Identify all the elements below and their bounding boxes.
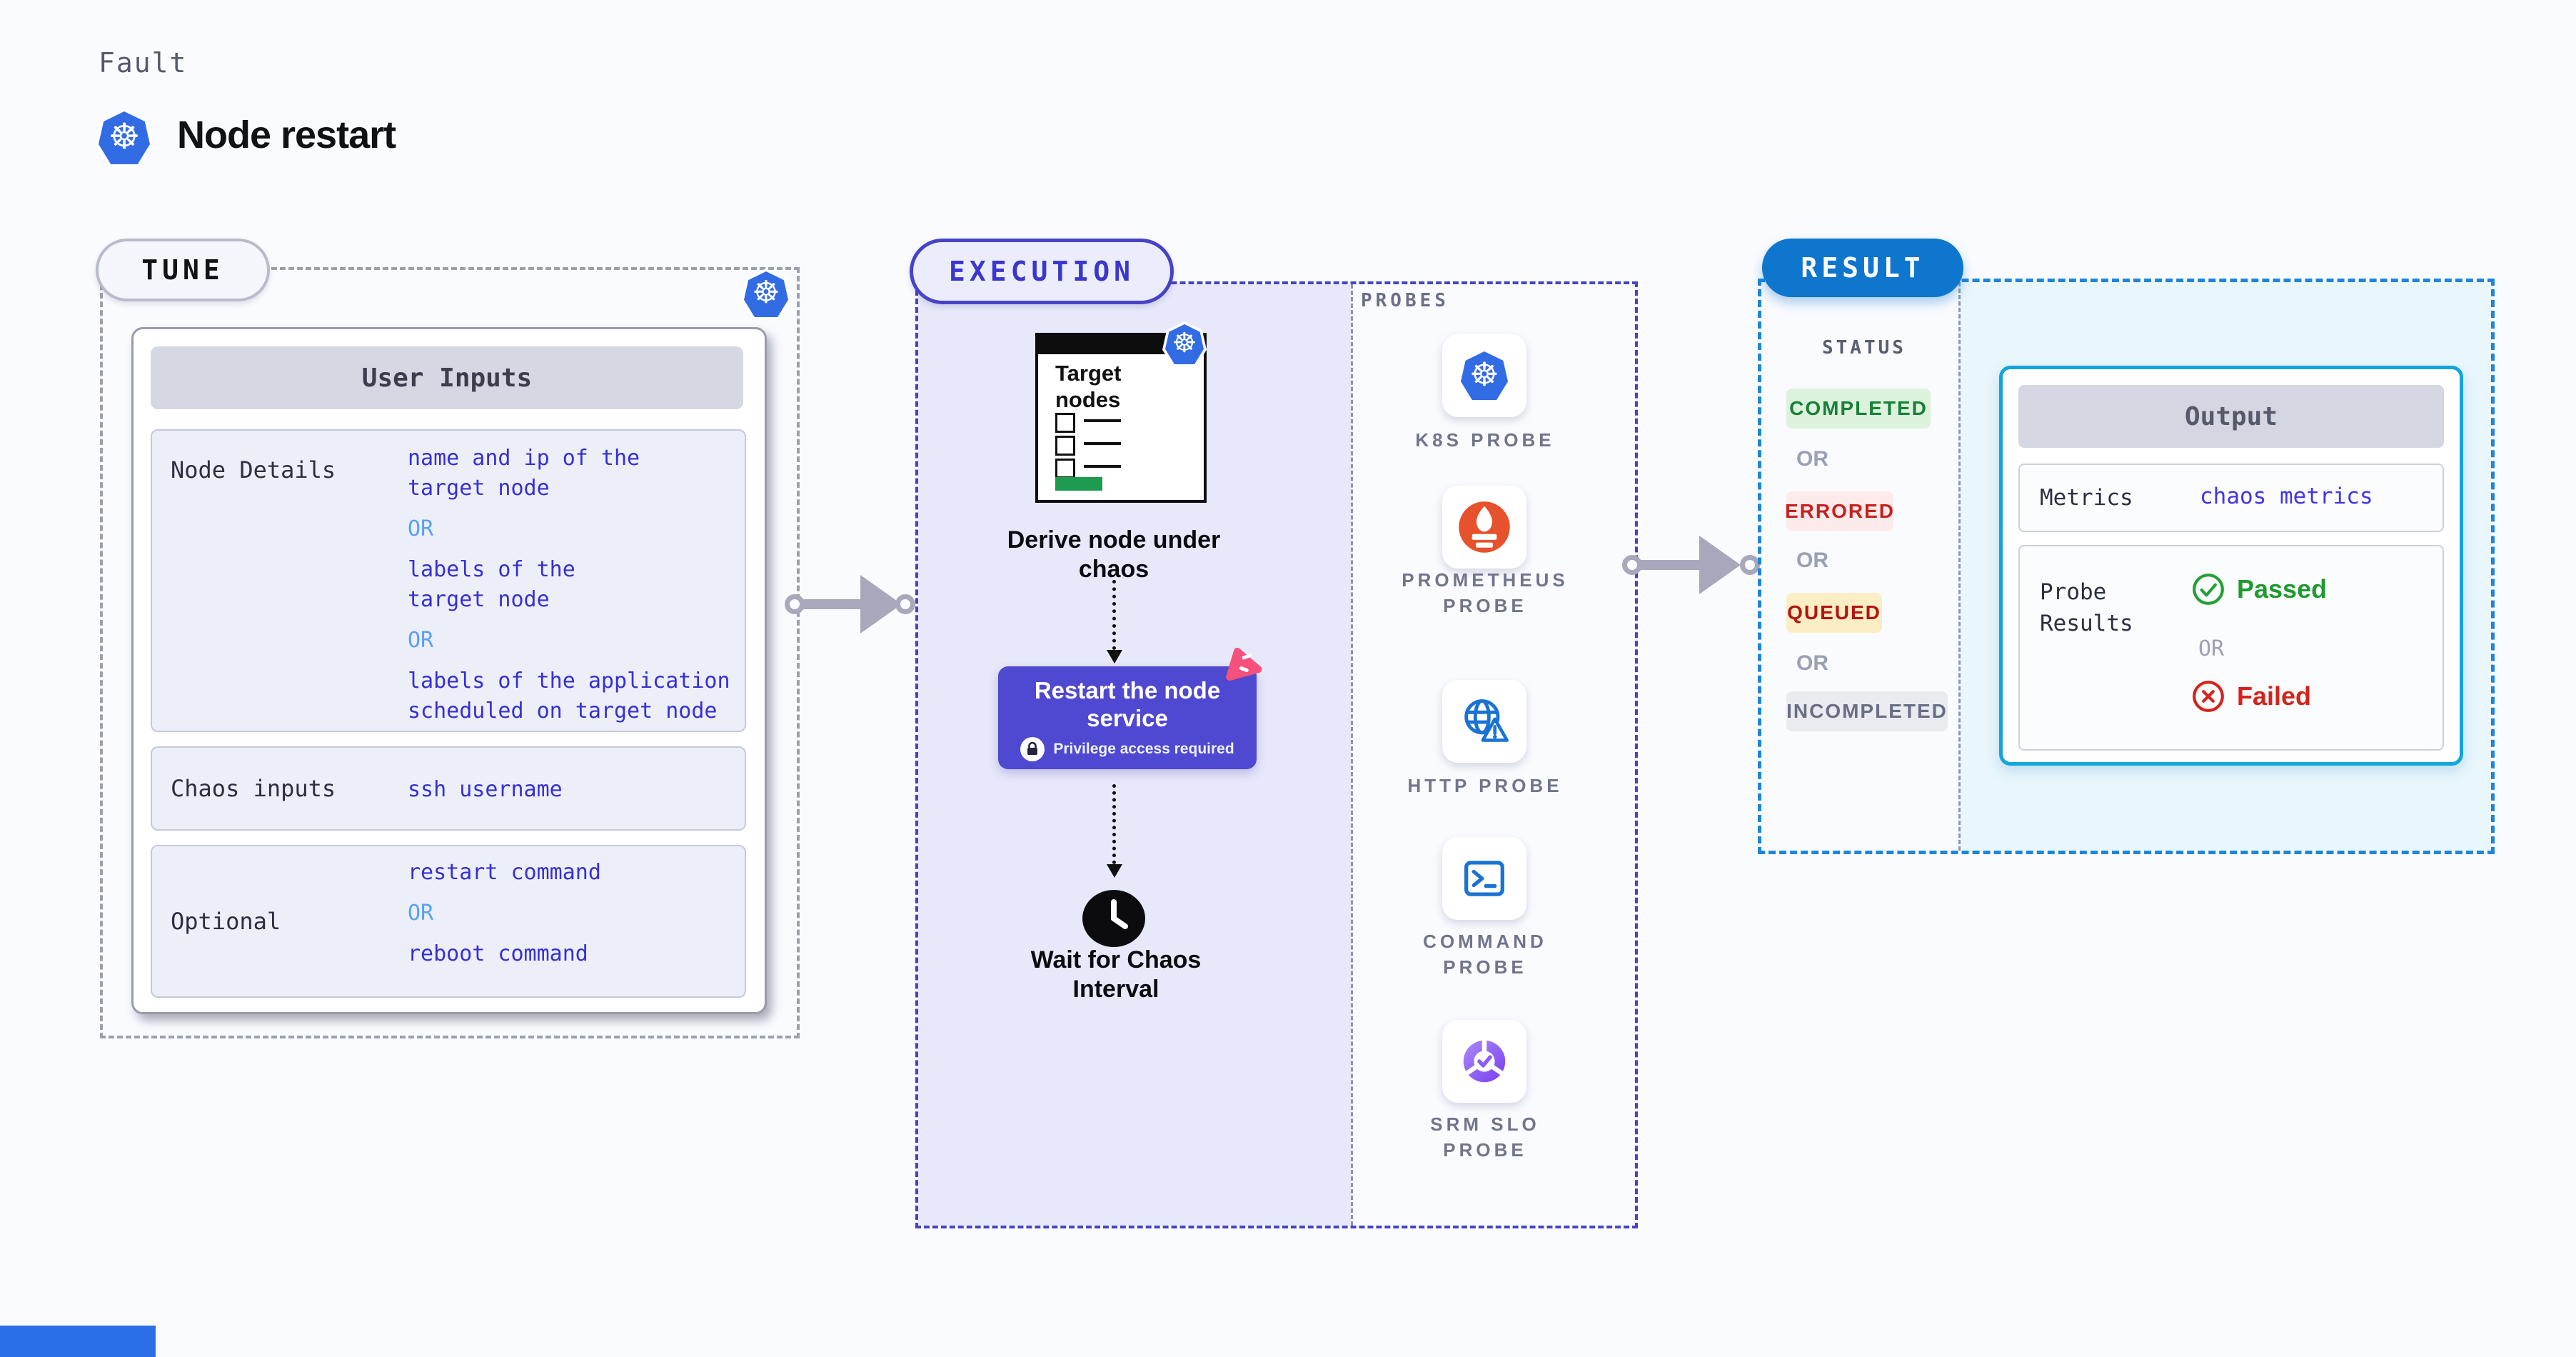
step-wait-chaos-interval: Wait for Chaos Interval xyxy=(1030,946,1202,1003)
or-label: OR xyxy=(2198,636,2225,661)
tune-pill: TUNE xyxy=(96,239,270,301)
kubernetes-icon: ☸ xyxy=(96,109,153,167)
connector-start-dot xyxy=(1622,555,1642,575)
execution-pill: EXECUTION xyxy=(910,239,1174,304)
connector-line xyxy=(803,599,869,609)
arrowhead-icon xyxy=(1699,536,1741,594)
arrowhead-icon xyxy=(1107,650,1122,664)
connector-line xyxy=(1641,560,1705,570)
page-title: Node restart xyxy=(177,114,396,156)
arrowhead-icon xyxy=(1107,864,1122,878)
target-nodes-title: Target nodes xyxy=(1055,361,1122,412)
probe-results-row: Probe Results Passed OR Failed xyxy=(2018,545,2444,751)
progress-bar xyxy=(1055,477,1102,491)
flow-arrow xyxy=(1112,784,1116,864)
probe-label: K8S PROBE xyxy=(1415,429,1555,451)
terminal-icon xyxy=(1464,861,1504,896)
kubernetes-icon: ☸ xyxy=(1458,349,1511,403)
row-value: restart command xyxy=(408,860,601,885)
output-card: Output Metrics chaos metrics Probe Resul… xyxy=(1999,366,2463,766)
row-label: Optional xyxy=(171,908,281,935)
http-probe-card xyxy=(1442,680,1526,763)
optional-row: Optional restart command OR reboot comma… xyxy=(151,845,746,998)
chaos-inputs-row: Chaos inputs ssh username xyxy=(151,746,746,831)
k8s-probe-card: ☸ xyxy=(1442,334,1526,417)
row-value: labels of the target node xyxy=(408,557,575,612)
checkbox-line xyxy=(1084,419,1121,422)
probe-label: COMMAND PROBE xyxy=(1423,931,1547,978)
check-circle-icon xyxy=(2193,574,2224,605)
restart-node-service-step: Restart the node service Privilege acces… xyxy=(998,666,1257,769)
checkbox-icon xyxy=(1055,413,1075,433)
probe-label: HTTP PROBE xyxy=(1407,775,1563,796)
or-label: OR xyxy=(1796,549,1828,572)
status-badge-incompleted: INCOMPLETED xyxy=(1786,691,1948,731)
row-label: Node Details xyxy=(171,456,336,484)
status-badge-queued: QUEUED xyxy=(1786,593,1882,633)
row-value: reboot command xyxy=(408,941,588,966)
probes-panel xyxy=(1351,284,1635,1226)
connector-end-dot xyxy=(895,594,915,614)
row-value: name and ip of the target node xyxy=(408,446,640,501)
or-label: OR xyxy=(408,516,434,541)
kubernetes-icon: ☸ xyxy=(1162,321,1207,367)
or-label: OR xyxy=(408,628,434,653)
http-globe-icon xyxy=(1464,699,1509,742)
flow-arrow xyxy=(1112,580,1116,650)
output-header: Output xyxy=(2018,385,2444,448)
step-derive-node: Derive node under chaos xyxy=(1007,526,1221,583)
connector-end-dot xyxy=(1740,555,1760,575)
probe-label: SRM SLO PROBE xyxy=(1430,1113,1540,1161)
connector-start-dot xyxy=(785,594,805,614)
lock-icon xyxy=(1020,737,1045,761)
node-details-row: Node Details name and ip of the target n… xyxy=(151,429,746,732)
or-label: OR xyxy=(1796,447,1828,471)
probe-label: PROMETHEUS PROBE xyxy=(1402,569,1569,616)
probes-heading: PROBES xyxy=(1361,290,1449,311)
x-circle-icon xyxy=(2193,681,2224,712)
result-pill: RESULT xyxy=(1762,239,1963,297)
bottom-accent-bar xyxy=(0,1326,156,1357)
or-label: OR xyxy=(1796,651,1828,675)
prometheus-probe-card xyxy=(1442,486,1526,569)
metrics-value: chaos metrics xyxy=(2200,484,2373,509)
checkbox-line xyxy=(1084,465,1121,468)
metrics-row: Metrics chaos metrics xyxy=(2018,464,2444,532)
kubernetes-icon: ☸ xyxy=(741,269,791,320)
checkbox-icon xyxy=(1055,436,1075,456)
user-inputs-header: User Inputs xyxy=(151,346,743,409)
status-badge-completed: COMPLETED xyxy=(1786,389,1931,429)
metrics-label: Metrics xyxy=(2040,485,2133,511)
or-label: OR xyxy=(408,901,434,926)
status-heading: STATUS xyxy=(1822,337,1906,359)
prometheus-icon xyxy=(1459,501,1510,553)
srm-slo-probe-card xyxy=(1442,1020,1526,1103)
fault-eyebrow: Fault xyxy=(99,47,188,79)
checkbox-icon xyxy=(1055,459,1075,479)
probe-results-label: Probe Results xyxy=(2040,579,2133,636)
command-probe-card xyxy=(1442,837,1526,920)
row-value: ssh username xyxy=(408,777,563,802)
failed-label: Failed xyxy=(2237,681,2312,711)
row-label: Chaos inputs xyxy=(171,775,336,802)
privilege-note: Privilege access required xyxy=(1053,741,1234,757)
clock-icon xyxy=(1080,887,1148,953)
row-value: labels of the application scheduled on t… xyxy=(408,669,730,723)
step-restart-label: Restart the node service xyxy=(1034,677,1221,731)
user-inputs-card: User Inputs Node Details name and ip of … xyxy=(131,327,767,1014)
checkbox-line xyxy=(1084,442,1121,445)
chaos-pink-icon xyxy=(1222,644,1265,689)
tune-section-box xyxy=(100,267,800,1038)
srm-slo-icon xyxy=(1463,1038,1506,1083)
arrowhead-icon xyxy=(860,575,902,634)
status-badge-errored: ERRORED xyxy=(1785,491,1893,531)
passed-label: Passed xyxy=(2237,574,2328,604)
